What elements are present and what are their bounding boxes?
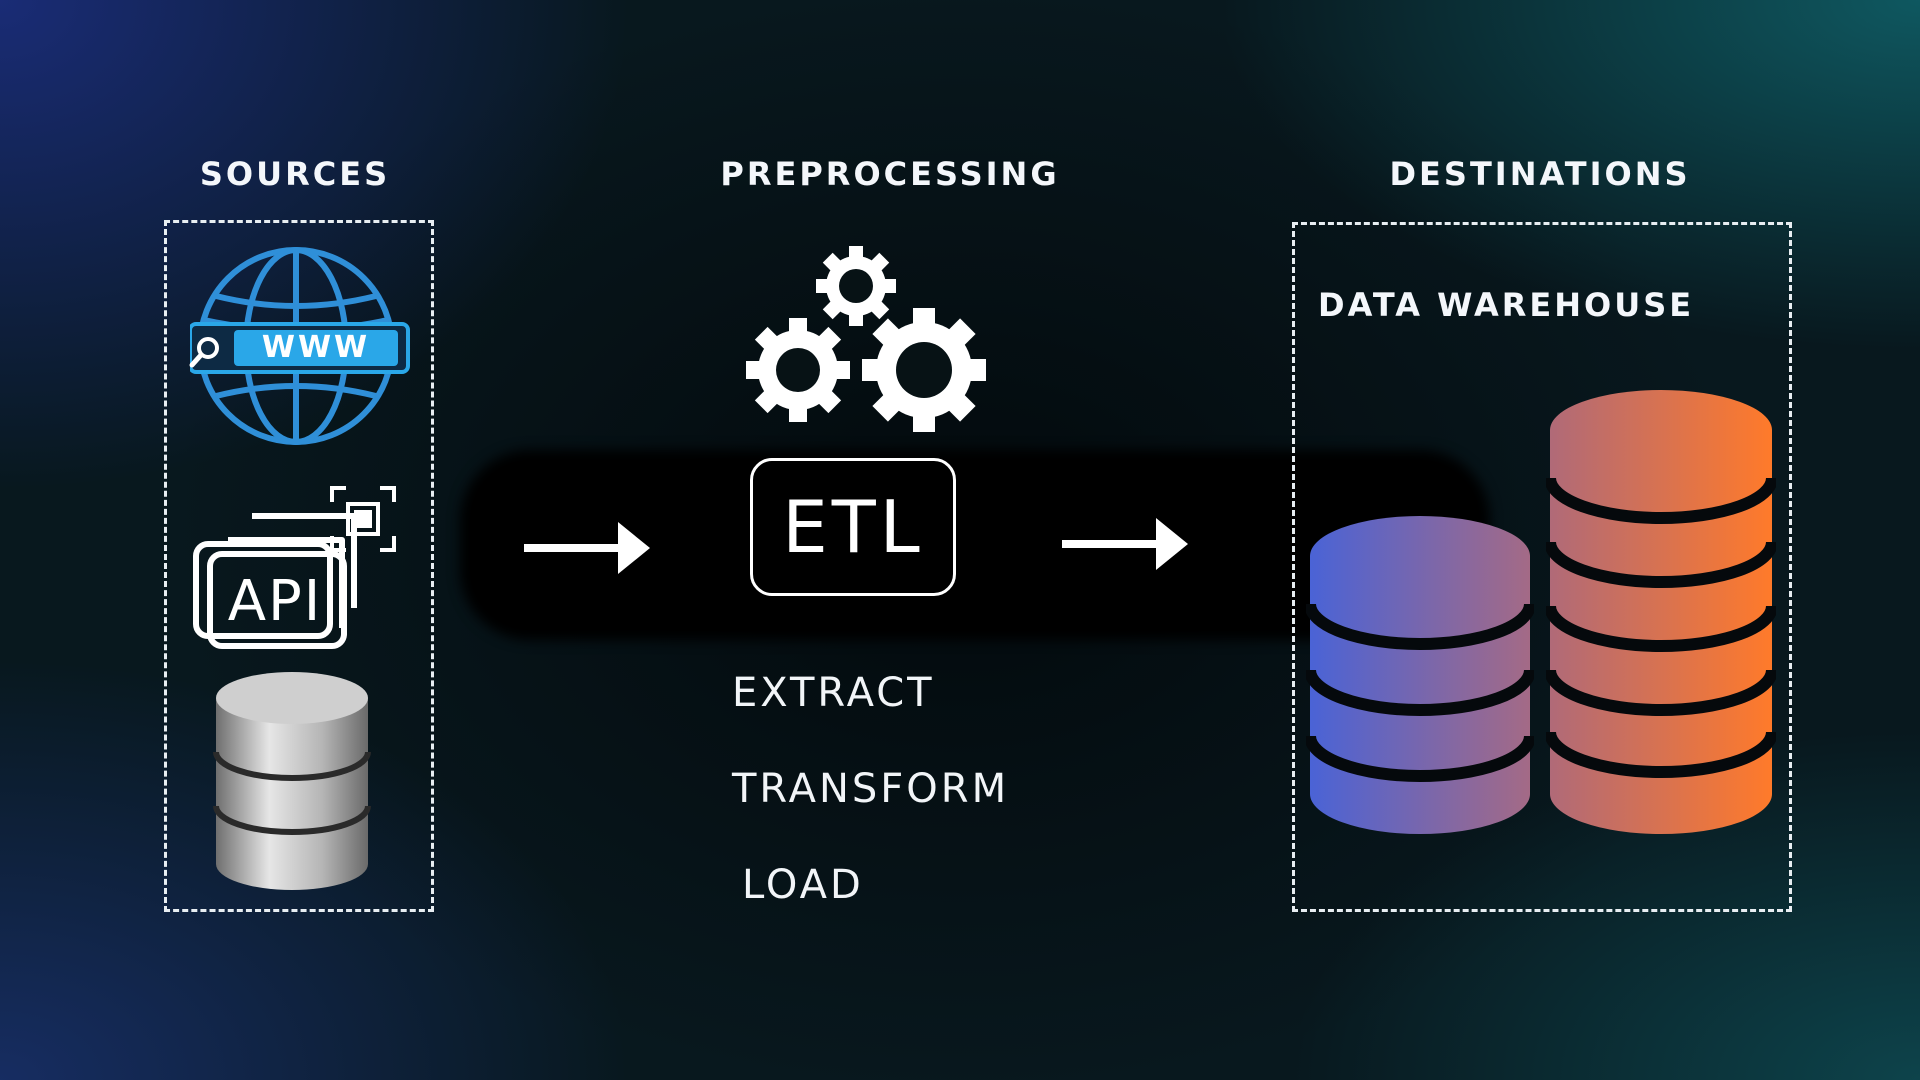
heading-preprocessing: PREPROCESSING <box>720 155 1060 193</box>
destinations-box <box>1292 222 1792 912</box>
search-icon <box>189 337 219 368</box>
data-warehouse-label: DATA WAREHOUSE <box>1318 286 1695 324</box>
globe-icon <box>190 247 410 445</box>
gears-icon <box>746 246 986 432</box>
step-transform: TRANSFORM <box>732 766 1010 812</box>
database-icon <box>1306 516 1534 834</box>
www-label: WWW <box>261 330 371 365</box>
arrow-right-icon <box>1062 518 1188 570</box>
step-load: LOAD <box>742 862 864 908</box>
arrow-right-icon <box>524 522 650 574</box>
api-label: API <box>227 569 323 634</box>
heading-destinations: DESTINATIONS <box>1389 155 1691 193</box>
qr-code-icon <box>330 486 396 552</box>
database-icon <box>1546 390 1776 834</box>
sources-box <box>164 220 434 912</box>
etl-badge: ETL <box>750 458 956 596</box>
database-icon <box>213 672 371 890</box>
heading-sources: SOURCES <box>199 155 391 193</box>
step-extract: EXTRACT <box>732 670 935 716</box>
etl-label: ETL <box>782 485 924 569</box>
